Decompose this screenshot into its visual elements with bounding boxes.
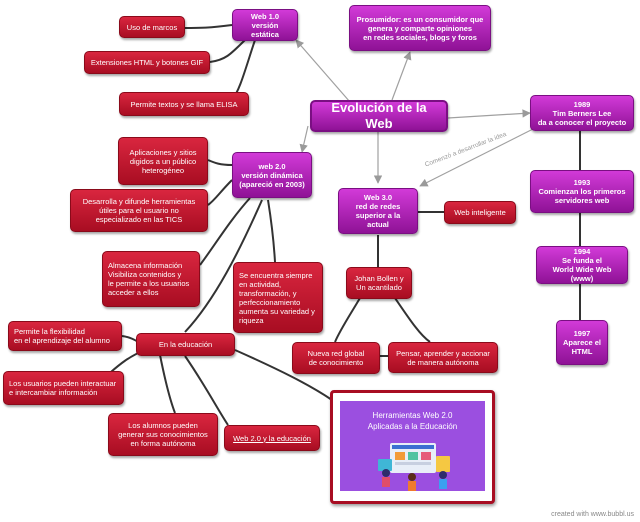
- connector-main-web1: [295, 39, 351, 103]
- node-marcos[interactable]: Uso de marcos: [119, 16, 185, 38]
- connector-web2-educacion: [184, 199, 263, 333]
- node-main[interactable]: Evolución de la Web: [310, 100, 448, 132]
- connector-web1-marcos: [183, 24, 233, 29]
- node-web2-educacion-link[interactable]: Web 2.0 y la educación: [224, 425, 320, 451]
- node-aplicaciones[interactable]: Aplicaciones y sitios digidos a un públi…: [118, 137, 208, 185]
- node-1994[interactable]: 1994 Se funda el World Wide Web (www): [536, 246, 628, 284]
- connector-bollen-pensar: [394, 297, 431, 343]
- footer-credit: created with www.bubbl.us: [551, 511, 634, 518]
- connector-edu-image: [234, 349, 333, 401]
- connector-web2-almacena: [199, 197, 251, 266]
- node-extensiones[interactable]: Extensiones HTML y botones GIF: [84, 51, 210, 74]
- node-actividad[interactable]: Se encuentra siempre en actividad, trans…: [233, 262, 323, 333]
- connector-edu-alumnos: [159, 354, 176, 414]
- node-web3[interactable]: Web 3.0 red de redes superior a la actua…: [338, 188, 418, 234]
- image-herramientas-web2[interactable]: Herramientas Web 2.0 Aplicadas a la Educ…: [330, 390, 495, 504]
- connector-bollen-redglobal: [334, 297, 361, 343]
- connector-1989-web3: [419, 127, 536, 187]
- node-almacena[interactable]: Almacena información Visibiliza contenid…: [102, 251, 200, 307]
- connector-main-1989: [447, 109, 531, 119]
- connector-web2-desarrolla: [207, 179, 233, 206]
- connector-main-web2: [299, 125, 309, 153]
- node-educacion[interactable]: En la educación: [136, 333, 235, 356]
- node-1989[interactable]: 1989 Tim Berners Lee da a conocer el pro…: [530, 95, 634, 131]
- node-bollen[interactable]: Johan Bollen y Un acantilado: [346, 267, 412, 299]
- image-herramientas-canvas: Herramientas Web 2.0 Aplicadas a la Educ…: [340, 401, 485, 491]
- node-1993[interactable]: 1993 Comienzan los primeros servidores w…: [530, 170, 634, 213]
- illustration-people-screens-icon: [378, 443, 450, 491]
- node-prosumidor[interactable]: Prosumidor: es un consumidor que genera …: [349, 5, 491, 51]
- connector-main-prosumidor: [391, 51, 412, 101]
- connector-web1-extensiones: [209, 39, 246, 63]
- node-interactuar[interactable]: Los usuarios pueden interactuar e interc…: [3, 371, 124, 405]
- node-flexibilidad[interactable]: Permite la flexibilidad en el aprendizaj…: [8, 321, 122, 351]
- node-web1[interactable]: Web 1.0 versión estática: [232, 9, 298, 41]
- node-desarrolla[interactable]: Desarrolla y difunde herramientas útiles…: [70, 189, 208, 232]
- image-title: Herramientas Web 2.0 Aplicadas a la Educ…: [367, 411, 458, 431]
- connector-edu-web2edu: [184, 355, 229, 426]
- connector-web2-aplicaciones: [207, 159, 233, 166]
- node-alumnos[interactable]: Los alumnos pueden generar sus conocimie…: [108, 413, 218, 456]
- connector-web2-actividad: [267, 199, 276, 263]
- node-web-inteligente[interactable]: Web inteligente: [444, 201, 516, 224]
- node-red-global[interactable]: Nueva red global de conocimiento: [292, 342, 380, 374]
- node-1997[interactable]: 1997 Aparece el HTML: [556, 320, 608, 365]
- node-pensar[interactable]: Pensar, aprender y accionar de manera au…: [388, 342, 498, 373]
- node-elisa[interactable]: Permite textos y se llama ELISA: [119, 92, 249, 116]
- node-web2[interactable]: web 2.0 versión dinámica (apareció en 20…: [232, 152, 312, 198]
